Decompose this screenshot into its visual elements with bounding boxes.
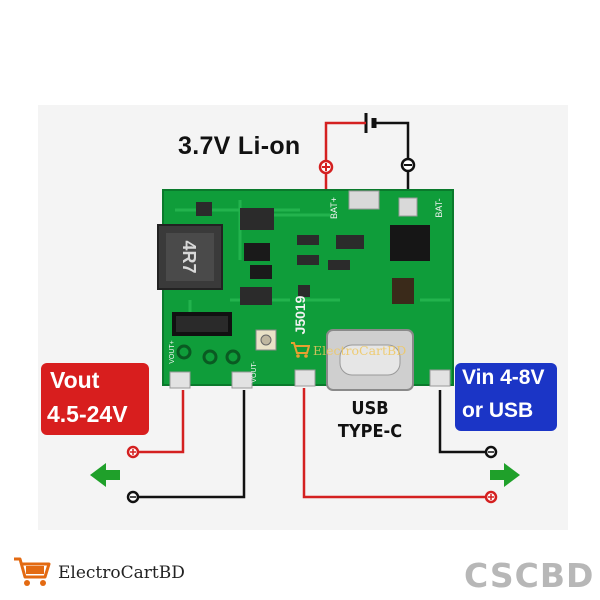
input-arrow-icon bbox=[490, 463, 520, 487]
battery-label: 3.7V Li-on bbox=[178, 132, 301, 160]
battery-symbol bbox=[318, 113, 416, 196]
vout-range: 4.5-24V bbox=[47, 401, 128, 427]
pad-bat-plus: BAT+ bbox=[329, 197, 339, 219]
pad-vout-plus: VOUT+ bbox=[169, 340, 176, 364]
watermark-logo: CSCBD bbox=[464, 556, 595, 595]
vin-source: or USB bbox=[462, 399, 534, 422]
vin-badge: Vin 4-8V or USB bbox=[455, 363, 557, 431]
vout-title: Vout bbox=[50, 367, 100, 393]
overlay-watermark-text: ElectroCartBD bbox=[313, 343, 407, 358]
vout-badge: Vout 4.5-24V bbox=[41, 363, 149, 435]
vin-title: Vin 4-8V bbox=[462, 366, 545, 389]
usb-label: USB TYPE-C bbox=[330, 397, 410, 443]
input-wires bbox=[302, 388, 498, 504]
store-cart-icon bbox=[14, 557, 51, 586]
usb-label-line2: TYPE-C bbox=[337, 421, 403, 442]
output-arrow-icon bbox=[90, 463, 120, 487]
store-name: ElectroCartBD bbox=[58, 563, 185, 583]
inductor-marking: 4R7 bbox=[179, 240, 199, 273]
output-wires bbox=[126, 390, 246, 504]
overlay-cart-icon bbox=[291, 342, 310, 358]
pad-vout-minus: VOUT- bbox=[251, 361, 258, 383]
pad-bat-minus: BAT- bbox=[434, 198, 444, 217]
usb-label-line1: USB bbox=[351, 398, 389, 419]
pcb-board bbox=[157, 189, 454, 391]
chip-marking: J5019 bbox=[292, 295, 308, 334]
